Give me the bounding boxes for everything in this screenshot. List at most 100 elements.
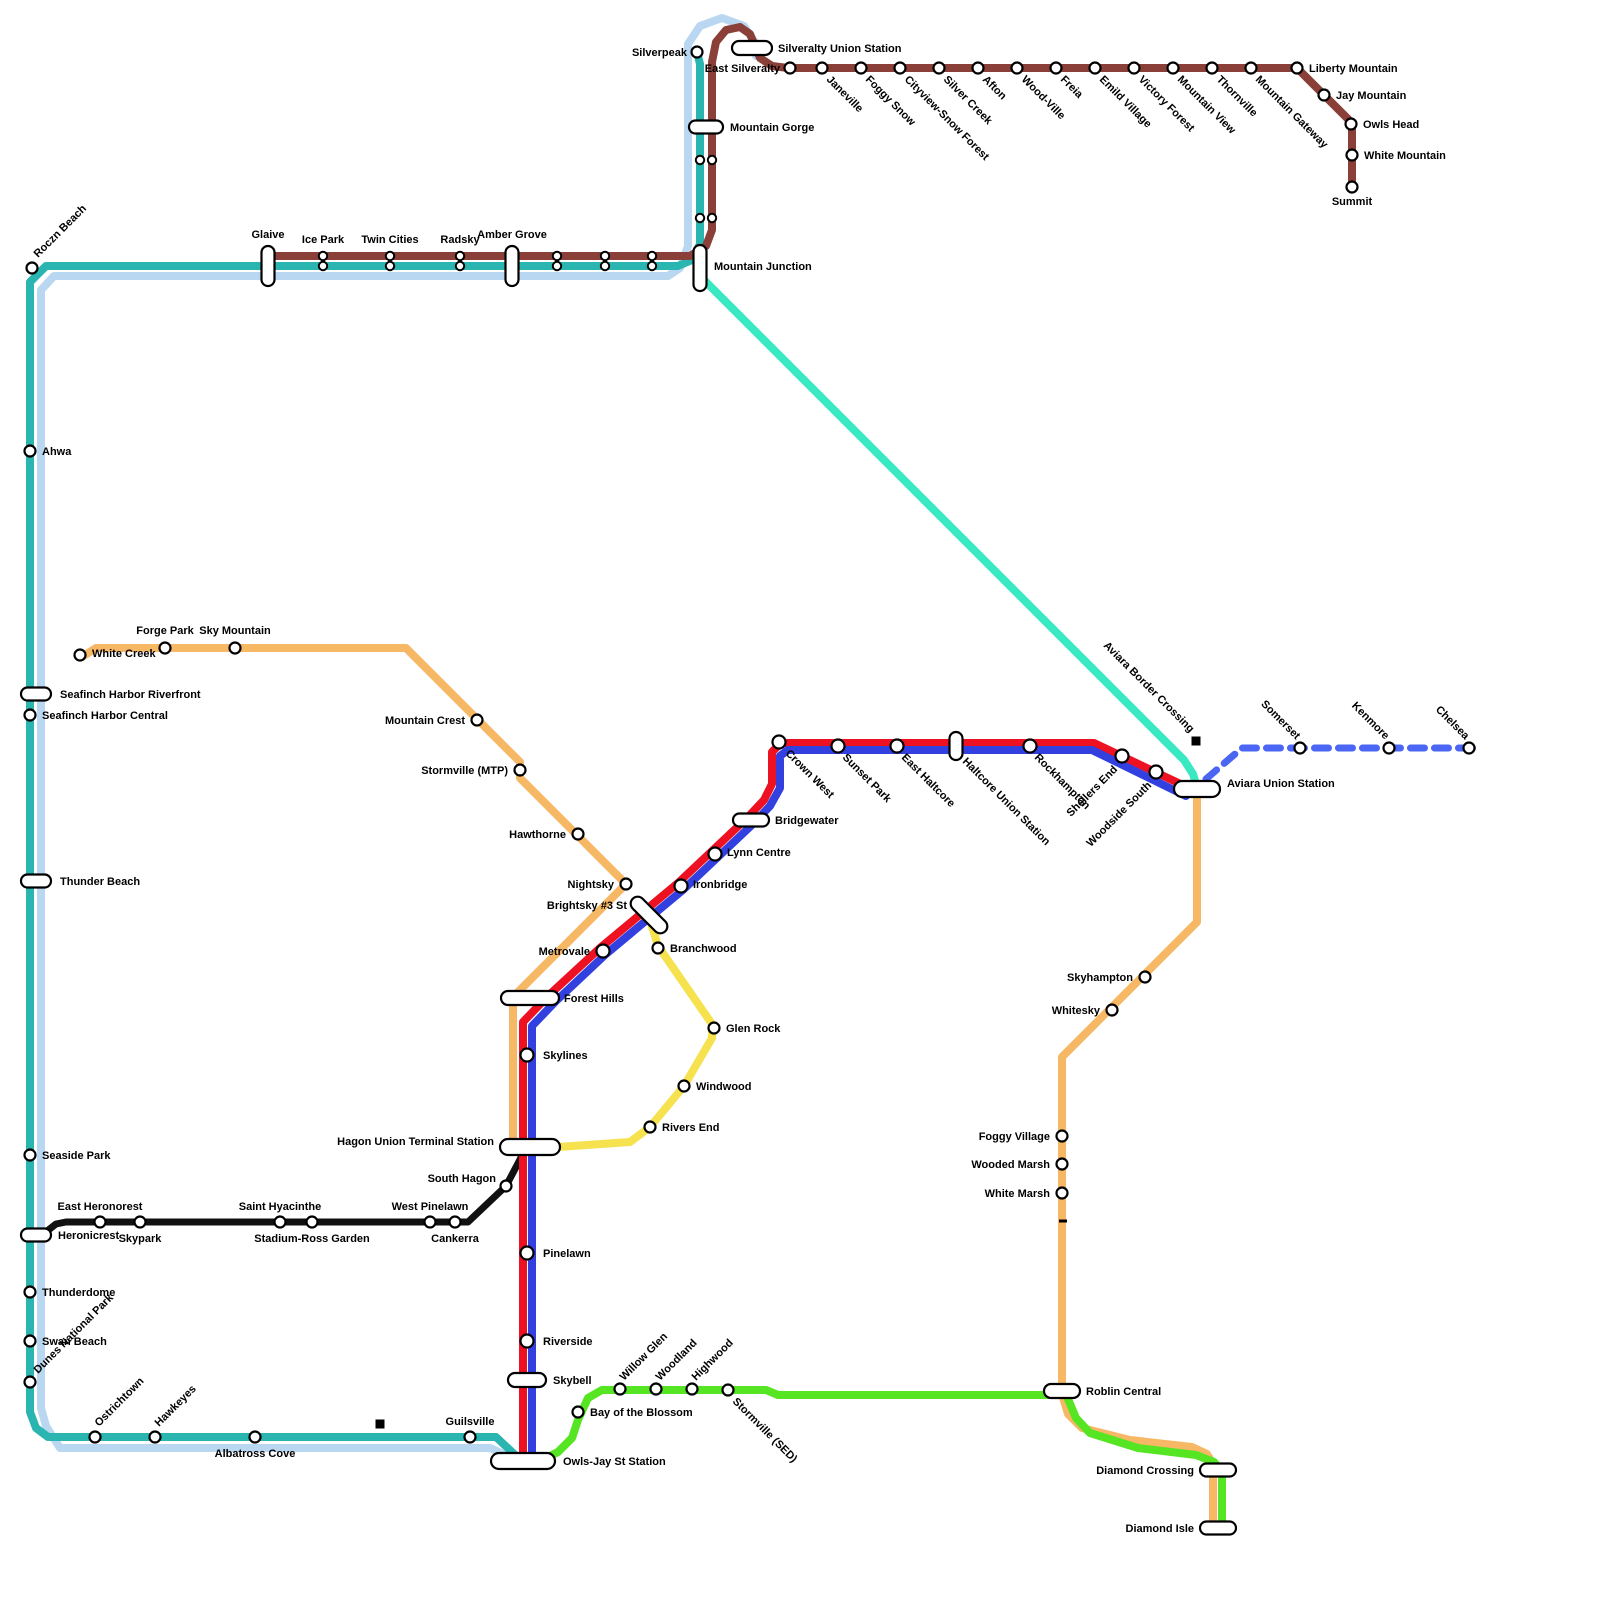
station-dot-unnamed <box>706 212 718 224</box>
line-blue-dashed <box>1202 744 1480 783</box>
station-dot-unnamed <box>646 260 658 272</box>
station-dot-south-hagon <box>499 1179 513 1193</box>
station-label-white-marsh: White Marsh <box>985 1188 1051 1200</box>
station-label-mountain-junction: Mountain Junction <box>714 261 812 273</box>
station-bay-of-the-blossom <box>571 1405 585 1419</box>
station-dot-jay-mountain <box>1317 88 1331 102</box>
station-dot-silverpeak <box>690 45 704 59</box>
station-brightsky-3-st <box>629 895 669 935</box>
station-label-metrovale: Metrovale <box>539 946 590 958</box>
station-label-hagon-union-terminal-station: Hagon Union Terminal Station <box>337 1136 494 1148</box>
station-label-white-creek: White Creek <box>92 648 156 660</box>
station-dot-freia <box>1049 61 1063 75</box>
station-dot-east-heronorest <box>93 1215 107 1229</box>
station-mountain-gorge <box>687 119 725 135</box>
station-dot-crown-west <box>771 734 787 750</box>
station-pill-owls-jay-st-station <box>489 1451 557 1471</box>
tick-marker-icon <box>1059 1219 1067 1223</box>
station-label-stadium-ross-garden: Stadium-Ross Garden <box>254 1233 370 1245</box>
station-dot-white-marsh <box>1055 1186 1069 1200</box>
station-label-mountain-crest: Mountain Crest <box>385 715 465 727</box>
station-mountain-view <box>1166 61 1180 75</box>
station-freia <box>1049 61 1063 75</box>
station-dot-somerset <box>1293 741 1307 755</box>
station-dot-ironbridge <box>673 878 689 894</box>
station-somerset <box>1293 741 1307 755</box>
station-ice-park <box>317 250 329 272</box>
station-dot-highwood <box>685 1382 699 1396</box>
station-pill-brightsky-3-st <box>629 895 669 935</box>
station-label-owls-head: Owls Head <box>1363 119 1419 131</box>
station-wood-ville <box>1010 61 1024 75</box>
station-branchwood <box>651 941 665 955</box>
stations-layer <box>19 39 1476 1536</box>
station-label-ahwa: Ahwa <box>42 446 72 458</box>
station-dot-mountain-view <box>1166 61 1180 75</box>
station-label-silverpeak: Silverpeak <box>632 47 688 59</box>
station-label-roblin-central: Roblin Central <box>1086 1386 1161 1398</box>
station-label-somerset: Somerset <box>1258 698 1302 742</box>
station-label-afton: Afton <box>980 74 1009 103</box>
station-label-seafinch-harbor-riverfront: Seafinch Harbor Riverfront <box>60 689 201 701</box>
station-roczn-beach <box>25 261 39 275</box>
station-emild-village <box>1088 61 1102 75</box>
station-summit <box>1345 180 1359 194</box>
station-dot-thornville <box>1205 61 1219 75</box>
station-pill-forest-hills <box>499 989 561 1007</box>
station-dot-stadium-ross-garden <box>305 1215 319 1229</box>
station-skypark <box>133 1215 147 1229</box>
station-dot-twin-cities <box>384 250 396 262</box>
station-stadium-ross-garden <box>305 1215 319 1229</box>
station-owls-jay-st-station <box>489 1451 557 1471</box>
station-dot-branchwood <box>651 941 665 955</box>
station-dot-chelsea <box>1462 741 1476 755</box>
line-green-1 <box>1064 1395 1226 1532</box>
station-dot-thunderdome <box>23 1285 37 1299</box>
station-dunes-national-park <box>23 1375 37 1389</box>
station-dot-unnamed <box>646 250 658 262</box>
station-silverpeak <box>690 45 704 59</box>
station-dot-east-silveralty <box>783 61 797 75</box>
station-label-seaside-park: Seaside Park <box>42 1150 111 1162</box>
station-metrovale <box>595 943 611 959</box>
station-skybell <box>506 1371 548 1389</box>
station-label-thunder-beach: Thunder Beach <box>60 876 140 888</box>
station-label-skypark: Skypark <box>119 1233 163 1245</box>
station-liberty-mountain <box>1290 61 1304 75</box>
station-dot-cankerra <box>448 1215 462 1229</box>
station-kenmore <box>1382 741 1396 755</box>
station-highwood <box>685 1382 699 1396</box>
line-yellow <box>554 916 716 1151</box>
station-stormville-mtp <box>513 763 527 777</box>
station-dot-guilsville <box>463 1430 477 1444</box>
station-label-windwood: Windwood <box>696 1081 752 1093</box>
station-skylines <box>519 1047 535 1063</box>
station-dot-west-pinelawn <box>423 1215 437 1229</box>
station-unnamed <box>694 154 718 166</box>
station-dot-unnamed <box>706 154 718 166</box>
station-unnamed <box>599 250 611 272</box>
station-guilsville <box>463 1430 477 1444</box>
station-label-forge-park: Forge Park <box>136 625 194 637</box>
station-label-swan-beach: Swan Beach <box>42 1336 107 1348</box>
station-dot-unnamed <box>694 154 706 166</box>
station-label-crown-west: Crown West <box>783 748 837 802</box>
station-label-liberty-mountain: Liberty Mountain <box>1309 63 1398 75</box>
station-label-heronicrest: Heronicrest <box>58 1230 119 1242</box>
station-pill-diamond-crossing <box>1198 1462 1238 1478</box>
station-dot-swan-beach <box>23 1334 37 1348</box>
station-wooded-marsh <box>1055 1157 1069 1171</box>
station-woodside-south <box>1148 764 1164 780</box>
station-dot-dunes-national-park <box>23 1375 37 1389</box>
station-dot-unnamed <box>694 212 706 224</box>
station-west-pinelawn <box>423 1215 437 1229</box>
station-saint-hyacinthe <box>273 1215 287 1229</box>
station-label-twin-cities: Twin Cities <box>361 234 418 246</box>
station-label-bay-of-the-blossom: Bay of the Blossom <box>590 1407 693 1419</box>
station-seafinch-harbor-riverfront <box>19 686 53 702</box>
station-dot-wood-ville <box>1010 61 1024 75</box>
station-cankerra <box>448 1215 462 1229</box>
station-swan-beach <box>23 1334 37 1348</box>
station-dot-nightsky <box>619 877 633 891</box>
